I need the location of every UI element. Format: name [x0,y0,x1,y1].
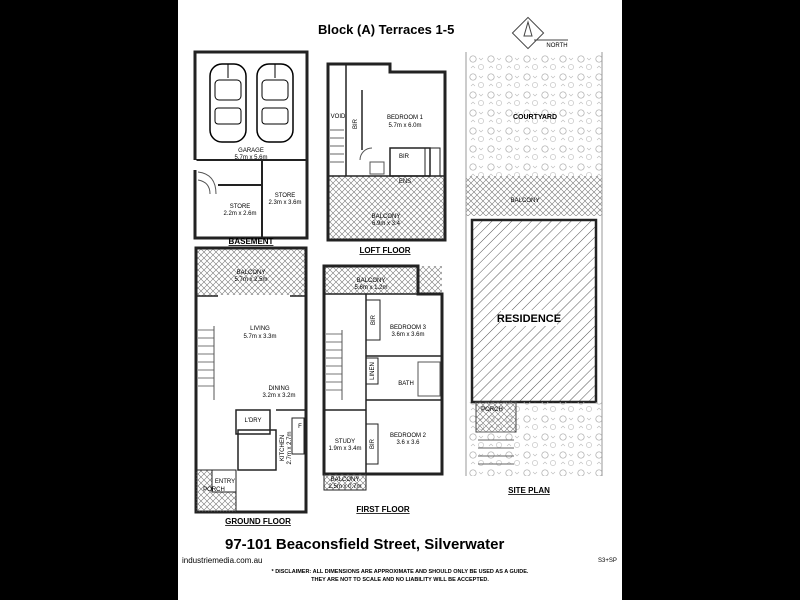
garage-size: 5.7m x 5.6m [234,155,267,161]
basement-caption: BASEMENT [229,237,274,246]
living-size: 5.7m x 3.3m [243,334,276,340]
north-arrow-icon: NORTH [511,16,568,50]
linen-label: LINEN [370,362,376,380]
bedroom3-size: 3.6m x 3.6m [391,332,424,338]
ground-porch-label: PORCH [203,487,225,493]
first-floor-plan: BALCONY 5.6m x 1.2m BIR BEDROOM 3 3.6m x… [322,264,444,514]
laundry-label: L'DRY [244,418,261,424]
bedroom3-label: BEDROOM 3 [390,325,427,331]
living-label: LIVING [250,326,270,332]
bedroom1-label: BEDROOM 1 [387,115,424,121]
store2-label: STORE [275,193,296,199]
store1-label: STORE [230,204,251,210]
ground-balcony-label: BALCONY [237,270,266,276]
loft-floor-caption: LOFT FLOOR [359,246,410,255]
drawing-code: S3+SP [598,558,617,564]
first-balcony-label: BALCONY [357,278,386,284]
ground-balcony-size: 5.7m x 2.5m [234,277,267,283]
disclaimer-line-1: * DISCLAIMER: ALL DIMENSIONS ARE APPROXI… [271,569,529,575]
loft-balcony-size: 6.9m x 3.4 [372,221,401,227]
first-balcony2-size: 2.5m x 0.7m [328,484,361,490]
car-icon [256,63,294,143]
kitchen-size: 2.7m x 2.7m [287,431,293,464]
property-address: 97-101 Beaconsfield Street, Silverwater [225,536,505,553]
bedroom2-label: BEDROOM 2 [390,433,427,439]
first-bir2-label: BIR [370,438,376,449]
ground-floor-plan: BALCONY 5.7m x 2.5m LIVING 5.7m x 3.3m D… [194,246,308,526]
loft-balcony-label: BALCONY [372,214,401,220]
store2-size: 2.3m x 3.6m [268,200,301,206]
first-bir-label: BIR [371,314,377,325]
bedroom1-size: 5.7m x 6.0m [388,123,421,129]
courtyard-label: COURTYARD [513,114,557,121]
ground-floor-caption: GROUND FLOOR [225,517,291,526]
dining-size: 3.2m x 3.2m [262,393,295,399]
loft-bir2-label: BIR [399,154,410,160]
first-balcony-size: 5.6m x 1.2m [354,285,387,291]
first-floor-caption: FIRST FLOOR [356,505,410,514]
fridge-label: F [298,424,302,430]
basement-plan: GARAGE 5.7m x 5.6m STORE 2.2m x 2.6m STO… [193,50,309,246]
ens-label: ENS [399,179,411,185]
site-porch-label: PORCH [481,407,503,413]
page-title: Block (A) Terraces 1-5 [318,22,455,37]
entry-label: ENTRY [215,479,235,485]
loft-floor-plan: VOID BIR BEDROOM 1 5.7m x 6.0m BIR ENS B… [326,62,447,255]
site-plan-caption: SITE PLAN [508,486,550,495]
north-label: NORTH [546,43,567,49]
site-balcony-label: BALCONY [511,198,540,204]
study-label: STUDY [335,439,355,445]
store1-size: 2.2m x 2.6m [223,211,256,217]
first-balcony2-label: BALCONY [331,477,360,483]
site-plan: COURTYARD BALCONY RESIDENCE PORCH SITE P… [465,52,603,495]
car-icon [209,63,247,143]
void-label: VOID [331,114,346,120]
garage-label: GARAGE [238,148,264,154]
residence-label: RESIDENCE [497,313,561,325]
disclaimer-line-2: THEY ARE NOT TO SCALE AND NO LIABILITY W… [311,577,489,583]
bath-label: BATH [398,381,414,387]
website-label: industriemedia.com.au [182,556,263,565]
study-size: 1.9m x 3.4m [328,446,361,452]
dining-label: DINING [269,386,290,392]
kitchen-label: KITCHEN [280,435,286,461]
loft-bir-label: BIR [353,118,359,129]
bedroom2-size: 3.6 x 3.6 [396,440,420,446]
